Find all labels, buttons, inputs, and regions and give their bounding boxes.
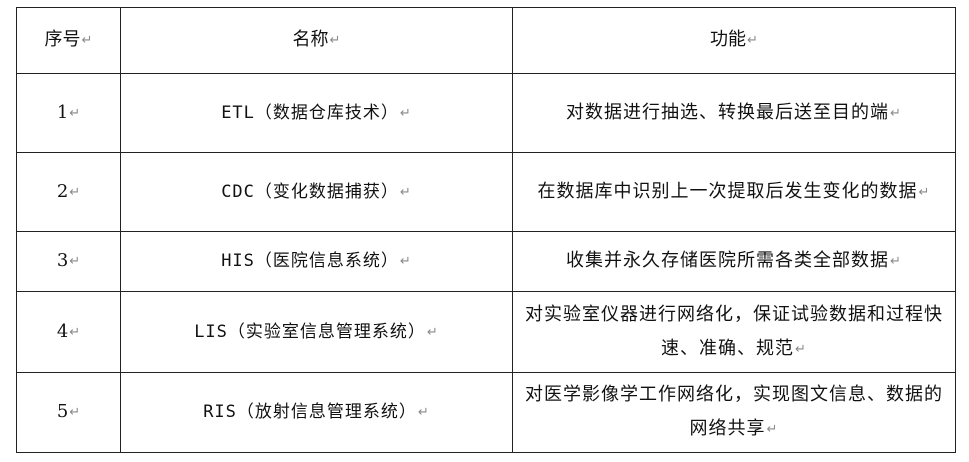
row-function: 对数据进行抽选、转换最后送至目的端 bbox=[566, 101, 890, 123]
header-index: 序号↵ bbox=[16, 7, 121, 74]
row-function: 对医学影像学工作网络化，实现图文信息、数据的网络共享 bbox=[525, 384, 943, 439]
paragraph-mark-icon: ↵ bbox=[795, 341, 807, 357]
header-index-label: 序号 bbox=[44, 29, 81, 50]
header-function-label: 功能 bbox=[710, 29, 747, 50]
row-index: 2 bbox=[56, 180, 69, 202]
paragraph-mark-icon: ↵ bbox=[69, 324, 81, 340]
row-name: CDC（变化数据捕获） bbox=[221, 181, 399, 202]
row-index-cell: 1↵ bbox=[16, 73, 121, 153]
row-name-cell: ETL（数据仓库技术）↵ bbox=[120, 73, 513, 153]
row-index-cell: 4↵ bbox=[16, 291, 121, 373]
paragraph-mark-icon: ↵ bbox=[399, 184, 412, 200]
row-function: 在数据库中识别上一次提取后发生变化的数据 bbox=[537, 180, 918, 202]
row-index: 3 bbox=[56, 250, 69, 271]
paragraph-mark-icon: ↵ bbox=[69, 184, 81, 200]
row-index: 1 bbox=[56, 101, 69, 123]
table-header-row: 序号↵ 名称↵ 功能↵ bbox=[16, 7, 956, 74]
row-function-cell: 对医学影像学工作网络化，实现图文信息、数据的网络共享↵ bbox=[512, 372, 956, 453]
systems-table: 序号↵ 名称↵ 功能↵ 1↵ ETL（数据仓库技术）↵ 对数据进行抽选、转换最后… bbox=[16, 7, 956, 453]
row-name: RIS（放射信息管理系统） bbox=[203, 402, 417, 422]
paragraph-mark-icon: ↵ bbox=[426, 324, 439, 340]
row-name: LIS（实验室信息管理系统） bbox=[194, 321, 426, 342]
header-name: 名称↵ bbox=[120, 7, 513, 74]
row-name-cell: HIS（医院信息系统）↵ bbox=[120, 231, 513, 292]
paragraph-mark-icon: ↵ bbox=[69, 254, 81, 269]
row-function: 收集并永久存储医院所需各类全部数据 bbox=[566, 250, 890, 271]
table-row: 4↵ LIS（实验室信息管理系统）↵ 对实验室仪器进行网络化，保证试验数据和过程… bbox=[16, 291, 956, 373]
paragraph-mark-icon: ↵ bbox=[329, 33, 341, 48]
paragraph-mark-icon: ↵ bbox=[399, 105, 412, 121]
paragraph-mark-icon: ↵ bbox=[766, 422, 779, 437]
row-function: 对实验室仪器进行网络化，保证试验数据和过程快速、准确、规范 bbox=[525, 303, 943, 359]
row-function-cell: 在数据库中识别上一次提取后发生变化的数据↵ bbox=[512, 152, 956, 232]
header-name-label: 名称 bbox=[292, 29, 329, 50]
row-name-cell: RIS（放射信息管理系统）↵ bbox=[120, 372, 513, 453]
table-row: 5↵ RIS（放射信息管理系统）↵ 对医学影像学工作网络化，实现图文信息、数据的… bbox=[16, 372, 956, 453]
row-name-cell: CDC（变化数据捕获）↵ bbox=[120, 152, 513, 232]
row-function-cell: 对数据进行抽选、转换最后送至目的端↵ bbox=[512, 73, 956, 153]
row-index-cell: 5↵ bbox=[16, 372, 121, 453]
row-index: 5 bbox=[56, 401, 69, 422]
row-name-cell: LIS（实验室信息管理系统）↵ bbox=[120, 291, 513, 373]
paragraph-mark-icon: ↵ bbox=[81, 33, 93, 48]
row-name: ETL（数据仓库技术） bbox=[221, 102, 399, 123]
paragraph-mark-icon: ↵ bbox=[69, 105, 81, 121]
table-row: 2↵ CDC（变化数据捕获）↵ 在数据库中识别上一次提取后发生变化的数据↵ bbox=[16, 152, 956, 232]
paragraph-mark-icon: ↵ bbox=[890, 254, 902, 269]
row-name: HIS（医院信息系统） bbox=[221, 251, 399, 271]
paragraph-mark-icon: ↵ bbox=[890, 105, 902, 121]
row-function-cell: 收集并永久存储医院所需各类全部数据↵ bbox=[512, 231, 956, 292]
paragraph-mark-icon: ↵ bbox=[399, 254, 412, 269]
row-index-cell: 2↵ bbox=[16, 152, 121, 232]
table-row: 3↵ HIS（医院信息系统）↵ 收集并永久存储医院所需各类全部数据↵ bbox=[16, 231, 956, 292]
row-index: 4 bbox=[56, 320, 69, 342]
row-index-cell: 3↵ bbox=[16, 231, 121, 292]
paragraph-mark-icon: ↵ bbox=[918, 184, 931, 200]
row-function-cell: 对实验室仪器进行网络化，保证试验数据和过程快速、准确、规范↵ bbox=[512, 291, 956, 373]
paragraph-mark-icon: ↵ bbox=[747, 33, 758, 48]
paragraph-mark-icon: ↵ bbox=[417, 405, 430, 420]
paragraph-mark-icon: ↵ bbox=[69, 405, 81, 420]
header-function: 功能↵ bbox=[512, 7, 956, 74]
table-row: 1↵ ETL（数据仓库技术）↵ 对数据进行抽选、转换最后送至目的端↵ bbox=[16, 73, 956, 153]
